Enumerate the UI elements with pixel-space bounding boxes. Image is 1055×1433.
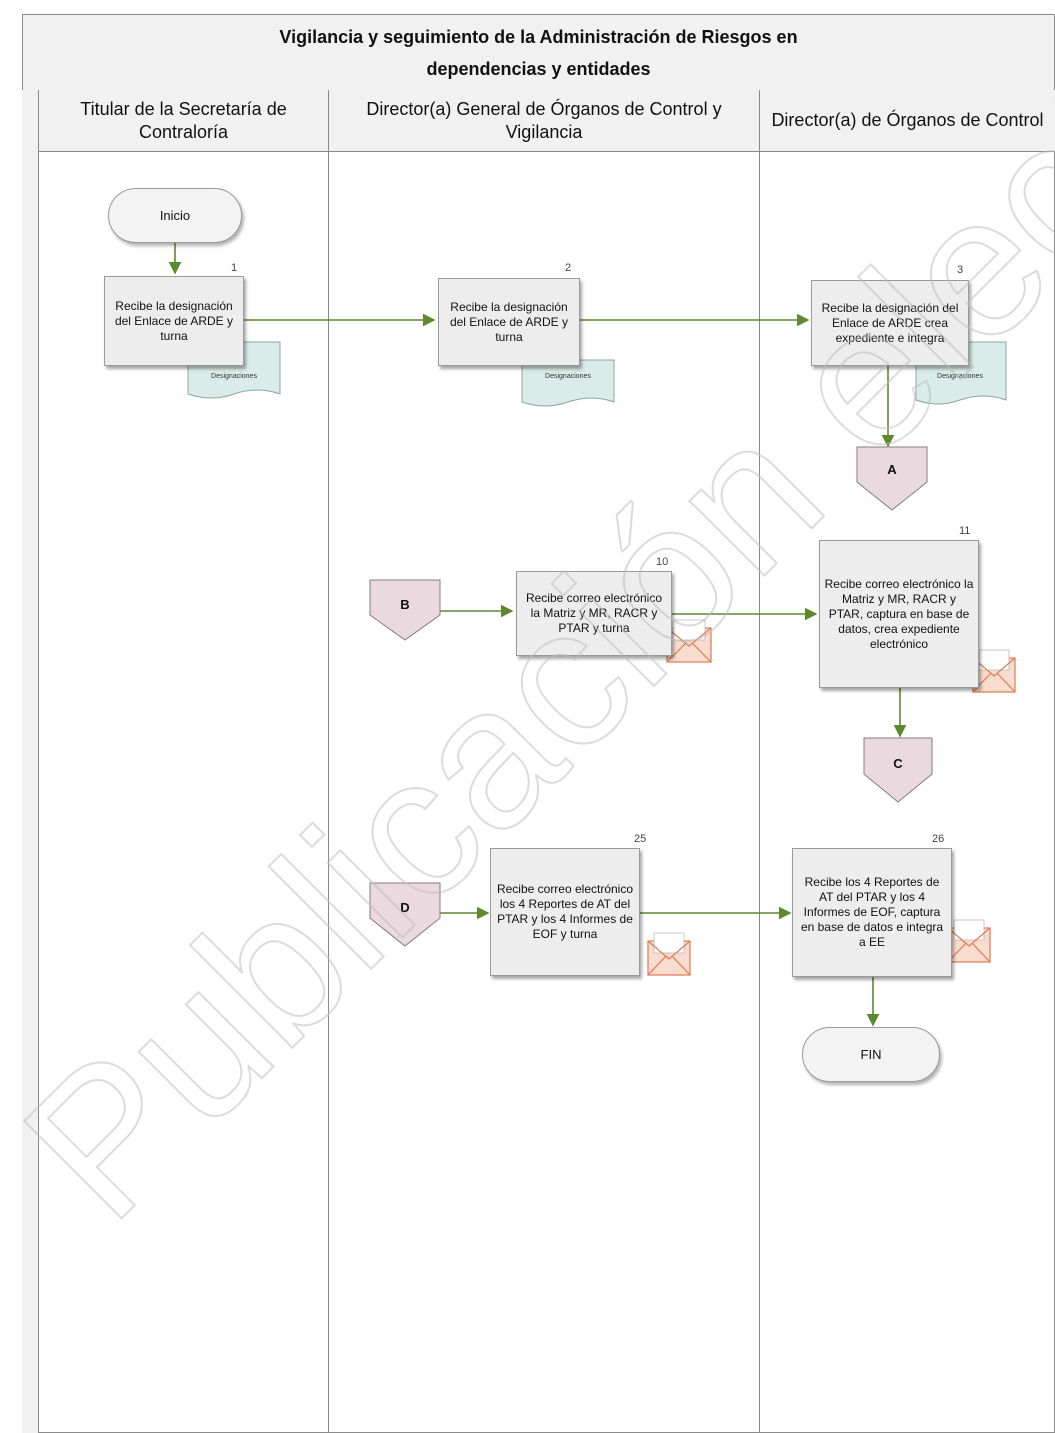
- document-label-3: Designaciones: [937, 373, 983, 380]
- step-number-1: 1: [231, 262, 238, 274]
- envelope-icon-25: [647, 932, 691, 976]
- envelope-icon-10: [666, 619, 712, 663]
- diagram-title-bar: Vigilancia y seguimiento de la Administr…: [22, 14, 1055, 91]
- connector-c-shape: [863, 737, 933, 803]
- process-step-3: Recibe la designación del Enlace de ARDE…: [811, 280, 969, 366]
- step-number-11: 11: [959, 525, 971, 537]
- step-number-26: 26: [932, 833, 945, 845]
- left-strip: [22, 90, 39, 1433]
- step-number-3: 3: [957, 264, 964, 276]
- connector-b-shape: [369, 579, 441, 641]
- document-shape-2: [521, 359, 615, 407]
- lane-header-director: Director(a) de Órganos de Control: [760, 90, 1055, 152]
- diagram-title: Vigilancia y seguimiento de la Administr…: [279, 26, 798, 79]
- connector-b-label: B: [400, 597, 410, 612]
- process-step-2: Recibe la designación del Enlace de ARDE…: [438, 278, 580, 366]
- process-step-26: Recibe los 4 Reportes de AT del PTAR y l…: [792, 848, 952, 977]
- connector-d-label: D: [400, 900, 410, 915]
- step-number-25: 25: [634, 833, 647, 845]
- step-number-2: 2: [565, 262, 572, 274]
- connector-a-shape: [856, 446, 928, 511]
- process-step-1: Recibe la designación del Enlace de ARDE…: [104, 276, 244, 366]
- start-terminal: Inicio: [108, 188, 242, 243]
- document-label-2: Designaciones: [545, 373, 591, 380]
- lane-separator-2: [759, 90, 760, 1433]
- connector-c-label: C: [893, 756, 903, 771]
- connector-d-shape: [369, 882, 441, 947]
- lane-header-director-general: Director(a) General de Órganos de Contro…: [329, 90, 760, 152]
- lane-header-titular: Titular de la Secretaría de Contraloría: [39, 90, 329, 152]
- step-number-10: 10: [656, 556, 669, 568]
- process-step-11: Recibe correo electrónico la Matriz y MR…: [819, 540, 979, 688]
- process-step-10: Recibe correo electrónico la Matriz y MR…: [516, 571, 672, 656]
- end-terminal: FIN: [802, 1027, 940, 1082]
- process-step-25: Recibe correo electrónico los 4 Reportes…: [490, 848, 640, 976]
- envelope-icon-11: [972, 649, 1016, 693]
- connector-a-label: A: [887, 462, 897, 477]
- document-label-1: Designaciones: [211, 373, 257, 380]
- lane-separator-1: [328, 90, 329, 1433]
- envelope-icon-26: [947, 919, 991, 963]
- diagram-frame: [22, 14, 1055, 1433]
